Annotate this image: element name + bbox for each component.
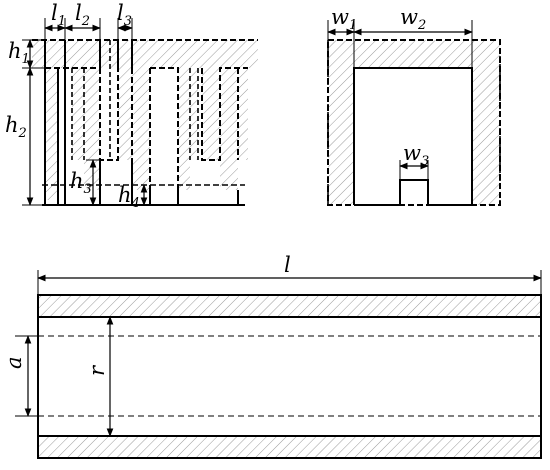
box-base <box>354 179 472 206</box>
corrugated-structure: l1 l2 l3 h1 h2 h3 h4 <box>5 1 258 211</box>
bottom-posts <box>99 160 239 205</box>
label-h3: h3 <box>70 169 92 197</box>
label-l: l <box>284 253 291 277</box>
top-wall-hatch <box>38 295 541 317</box>
label-w3: w3 <box>403 141 429 169</box>
box-vertical-dashes <box>327 40 501 205</box>
label-r: r <box>85 364 109 376</box>
label-w1: w1 <box>331 5 357 33</box>
bottom-wall-hatch <box>38 436 541 458</box>
label-w2: w2 <box>400 5 426 33</box>
label-l1: l1 <box>51 1 66 29</box>
label-h1: h1 <box>8 39 30 67</box>
label-a: a <box>2 356 26 369</box>
box-inner <box>353 67 473 205</box>
label-l3: l3 <box>117 1 132 29</box>
outer-outline <box>37 294 542 459</box>
label-l2: l2 <box>75 1 90 29</box>
label-h2: h2 <box>5 113 27 141</box>
longitudinal-section: l a r <box>2 253 542 459</box>
fin-lines <box>44 40 133 205</box>
box-cross-section: w1 w2 w3 <box>327 5 501 206</box>
box-hatch-region <box>328 40 500 205</box>
label-h4: h4 <box>118 183 140 211</box>
